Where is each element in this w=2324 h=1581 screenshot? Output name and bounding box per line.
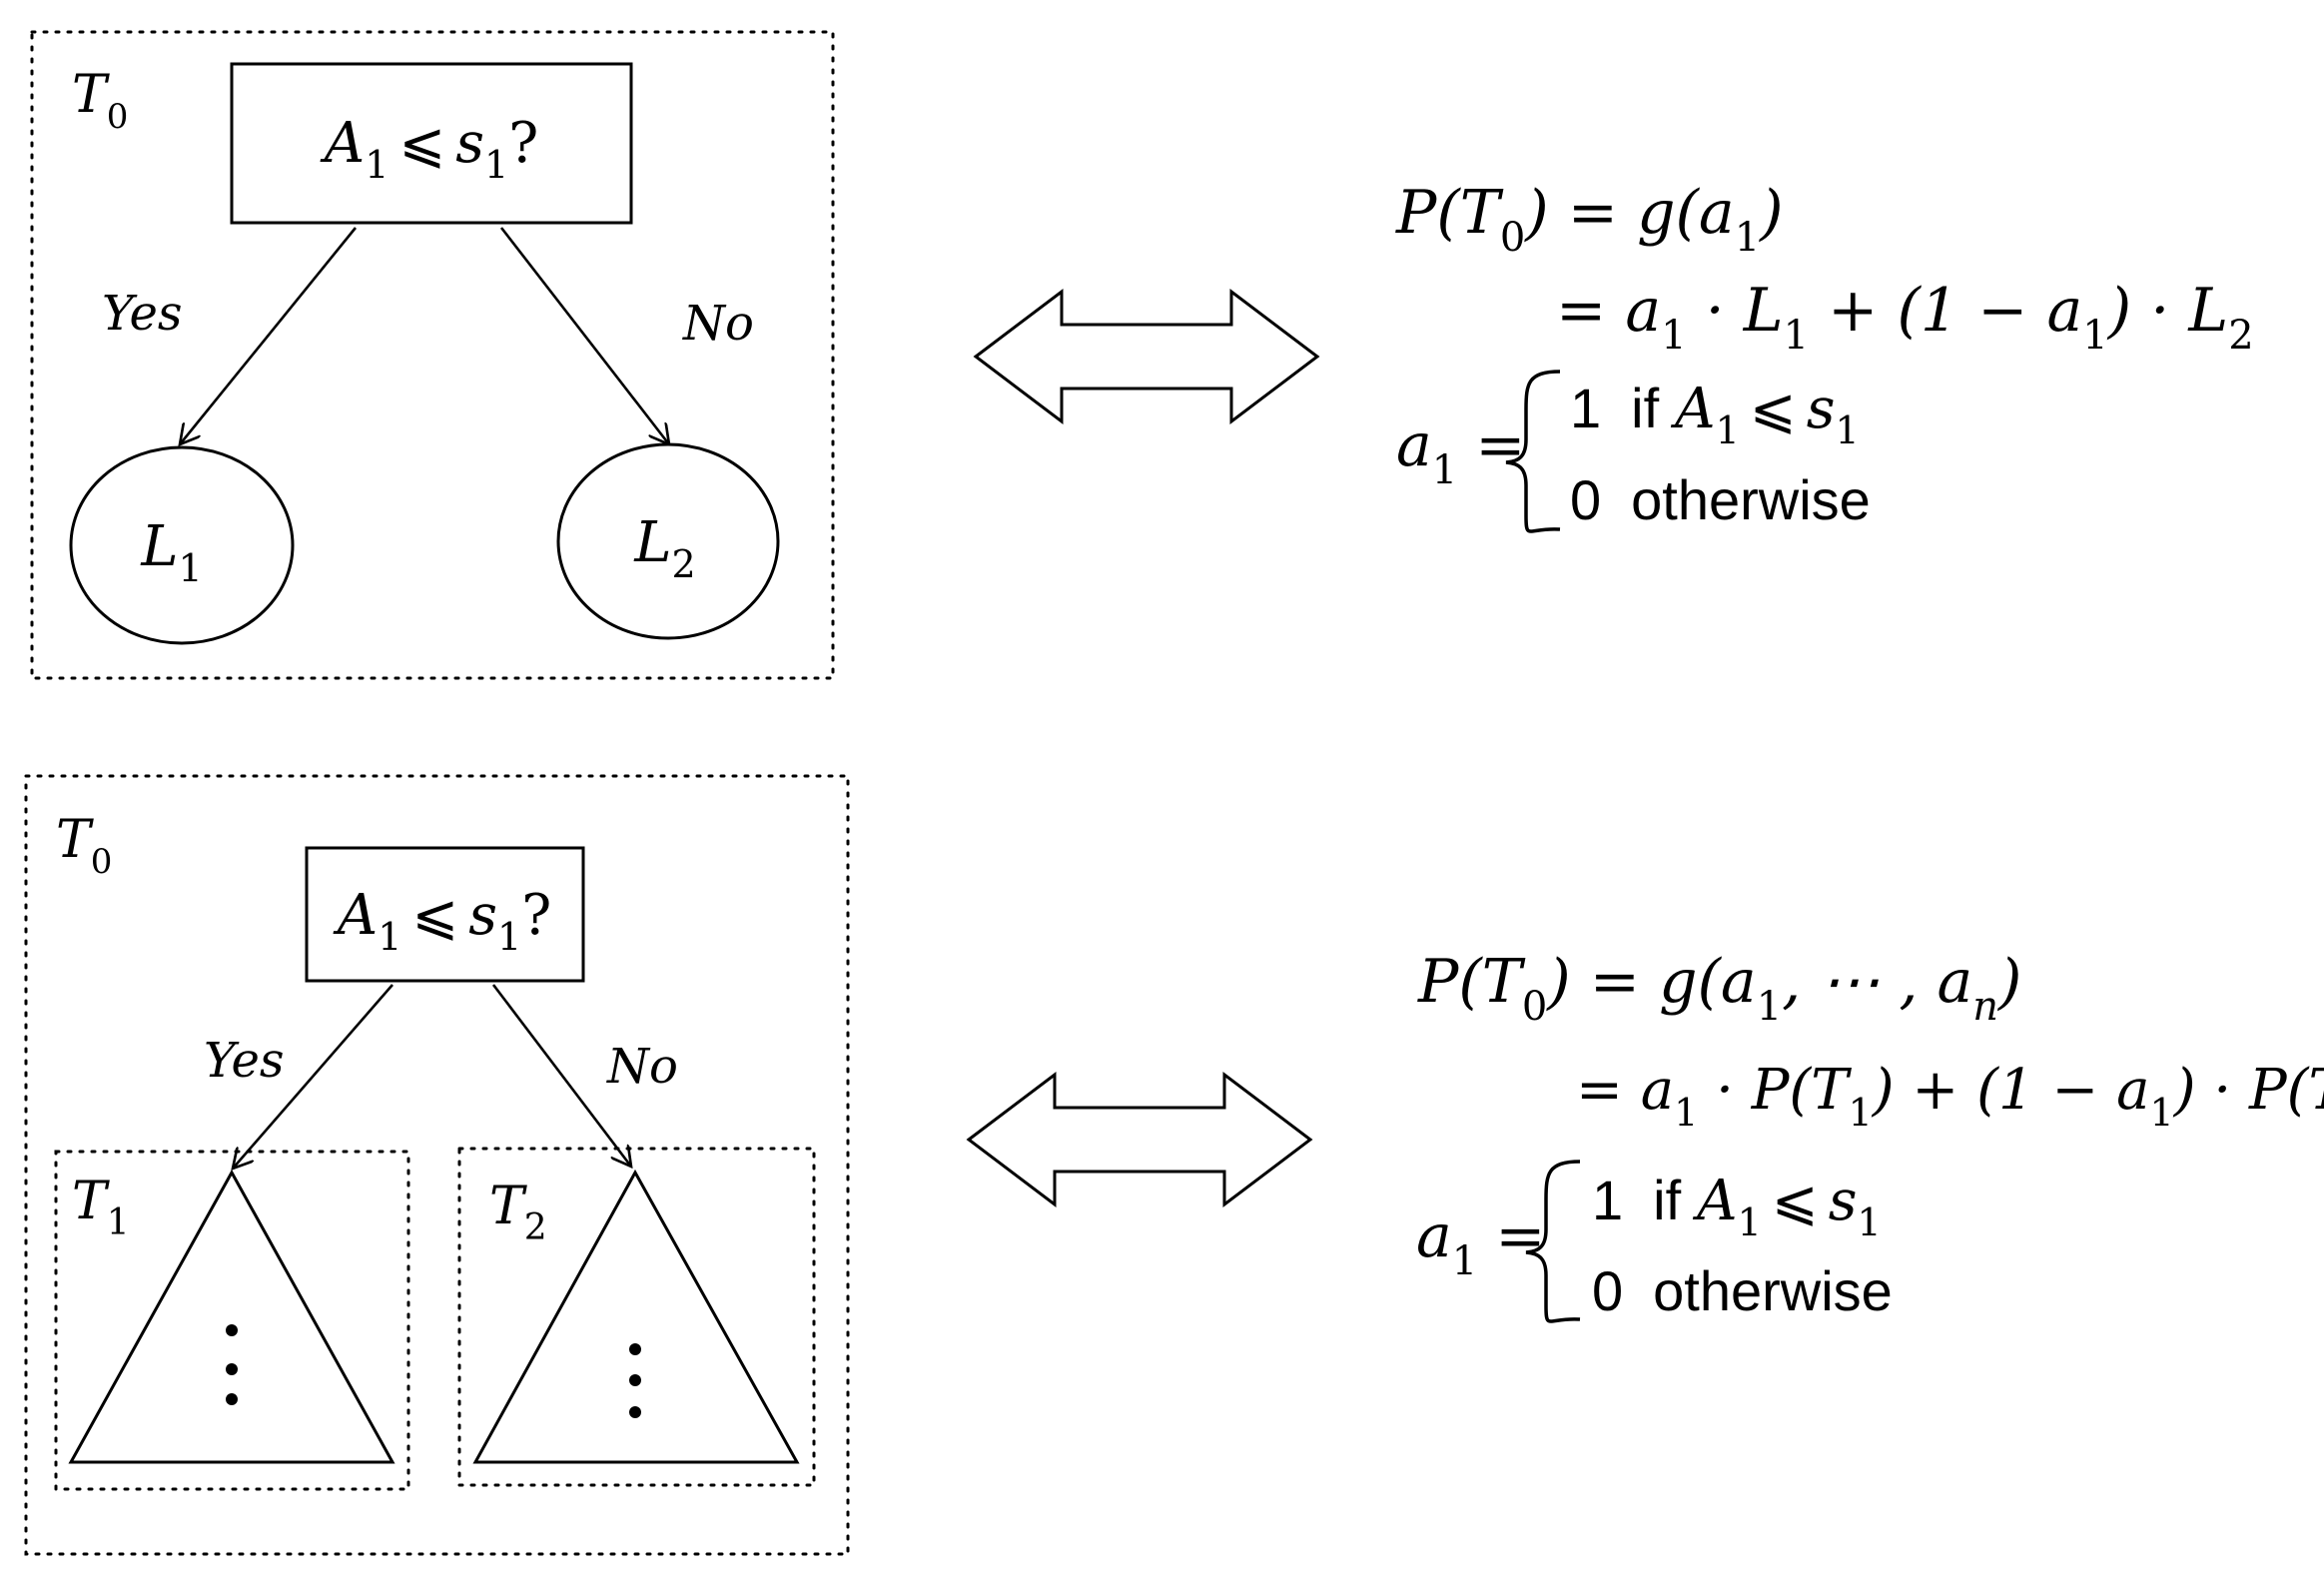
top-equation-line-1: P(T0) = g(a1)	[1395, 178, 1784, 261]
top-piecewise-lhs: a1=	[1396, 410, 1526, 493]
top-yes-edge	[180, 227, 358, 444]
top-piecewise-brace	[1505, 370, 1561, 533]
bottom-subtree-right-ellipsis-dot	[629, 1406, 641, 1418]
bottom-decision-node	[305, 846, 585, 983]
top-leaf-right-label: L2	[633, 510, 695, 586]
top-no-edge	[499, 227, 669, 444]
bottom-subtree-left-ellipsis-dot	[226, 1393, 238, 1405]
top-decision-node	[230, 62, 633, 225]
top-leaf-left	[69, 445, 295, 645]
bottom-subtree-right-frame	[457, 1147, 816, 1487]
bottom-yes-label: Yes	[204, 1033, 285, 1089]
bottom-tree-frame	[24, 774, 850, 1556]
bottom-subtree-right-triangle	[472, 1169, 800, 1464]
bottom-yes-edge	[233, 984, 393, 1169]
bottom-subtree-left-label: T1	[72, 1172, 130, 1243]
top-no-label: No	[682, 296, 754, 352]
top-leaf-left-label: L1	[140, 514, 202, 590]
bottom-decision-label: A1⩽s1?	[333, 883, 552, 959]
bottom-subtree-right-label: T2	[489, 1177, 547, 1248]
top-tree-frame	[30, 30, 835, 680]
bottom-subtree-left-ellipsis-dot	[226, 1324, 238, 1336]
bottom-tree-label: T0	[56, 810, 112, 882]
top-tree-label: T0	[72, 65, 128, 137]
top-equivalence-arrow	[973, 288, 1320, 425]
top-decision-label: A1⩽s1?	[320, 111, 539, 187]
bottom-no-edge	[491, 984, 631, 1167]
bottom-equation-line-2: = a1 · P(T1) + (1 − a1) · P(T2)	[1576, 1058, 2324, 1135]
top-leaf-right	[556, 442, 780, 640]
top-equation-line-2: = a1 · L1 + (1 − a1) · L2	[1556, 276, 2254, 359]
bottom-subtree-right-ellipsis-dot	[629, 1343, 641, 1355]
bottom-piecewise-brace	[1525, 1160, 1581, 1323]
bottom-equation-line-1: P(T0) = g(a1, ⋯ , an)	[1417, 947, 2021, 1030]
bottom-subtree-left-triangle	[68, 1169, 395, 1464]
bottom-subtree-left-ellipsis-dot	[226, 1363, 238, 1375]
bottom-no-label: No	[606, 1039, 678, 1095]
bottom-subtree-right-ellipsis-dot	[629, 1374, 641, 1386]
bottom-piecewise-lhs: a1=	[1416, 1201, 1546, 1284]
bottom-equivalence-arrow	[966, 1071, 1313, 1208]
bottom-subtree-left-frame	[54, 1150, 410, 1491]
top-yes-label: Yes	[102, 286, 183, 342]
